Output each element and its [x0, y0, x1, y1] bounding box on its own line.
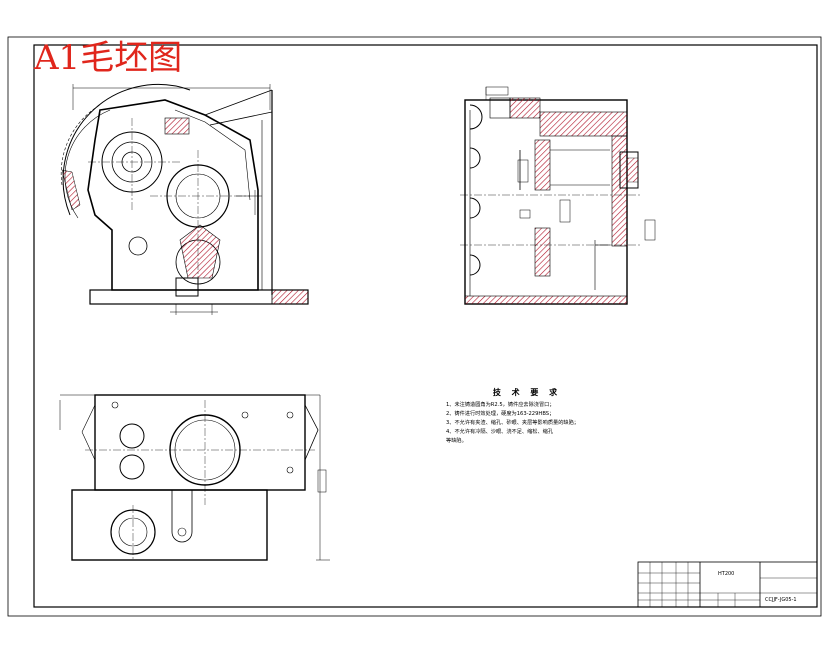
outer-border: [7, 36, 822, 617]
requirement-item: 2、铸件进行时效处理，硬度为163-229HBS；: [446, 411, 555, 417]
left-hatched-segment: [61, 169, 81, 211]
requirement-item: 3、不允许有夹渣、缩孔、砂眼、夹层等影响质量的缺陷；: [446, 420, 579, 426]
title-block-drawing-number: CCJJF-JG05-1: [765, 597, 797, 603]
requirement-item: 等缺陷。: [446, 438, 467, 444]
inner-border: [33, 44, 818, 608]
technical-requirements-heading: 技 术 要 求: [492, 388, 562, 397]
top-view: [59, 394, 330, 561]
front-view: [60, 83, 309, 315]
title-block-material: HT200: [718, 571, 735, 577]
technical-requirements-list: 1、未注铸造圆角为R2.5，铸件应去除浇冒口； 2、铸件进行时效处理，硬度为16…: [446, 401, 646, 446]
requirement-item: 4、不允许有冷隔、沙眼、浇不足、缩松、缩孔: [446, 429, 554, 435]
title-block: [637, 561, 818, 608]
drawing-title: A1毛坯图: [34, 38, 183, 78]
section-view: [460, 86, 656, 305]
requirement-item: 1、未注铸造圆角为R2.5，铸件应去除浇冒口；: [446, 402, 555, 408]
